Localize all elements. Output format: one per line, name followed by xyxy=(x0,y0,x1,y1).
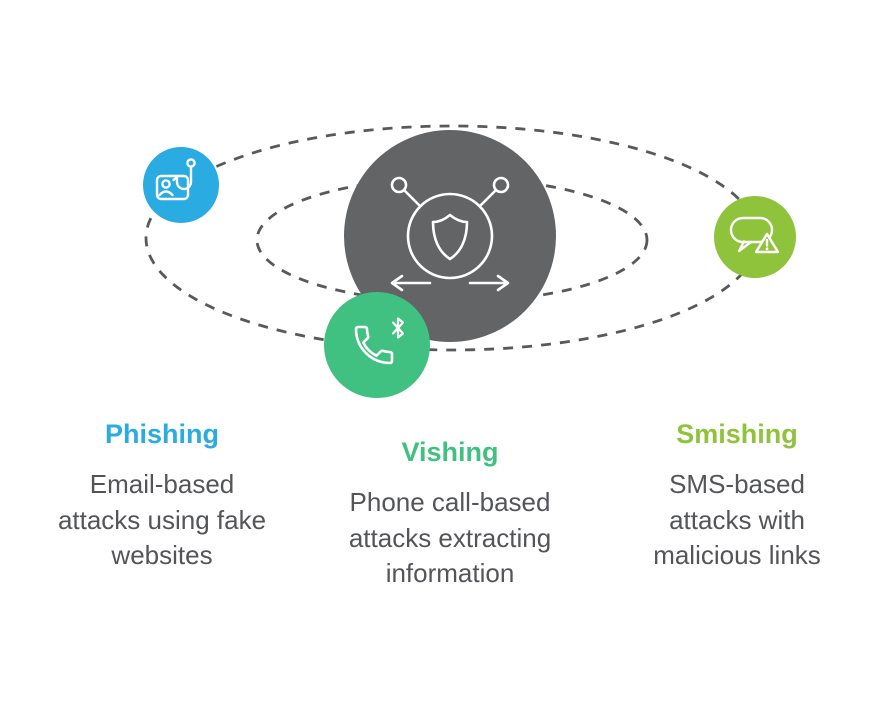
id-card-fishhook-icon xyxy=(155,158,196,201)
phone-bluetooth-icon xyxy=(354,317,405,365)
phishing-description: Email-based attacks using fake websites xyxy=(57,468,267,571)
vishing-circle xyxy=(324,292,430,398)
chat-warning-icon xyxy=(729,216,780,254)
vishing-description: Phone call-based attacks extracting info… xyxy=(348,486,552,589)
center-node xyxy=(344,130,556,342)
vishing-label-block: Vishing Phone call-based attacks extract… xyxy=(318,437,582,592)
phishing-node xyxy=(143,147,219,223)
center-circle xyxy=(344,130,556,342)
smishing-node xyxy=(714,196,796,278)
smishing-circle xyxy=(714,196,796,278)
phishing-label-block: Phishing Email-based attacks using fake … xyxy=(28,419,296,574)
phishing-circle xyxy=(143,147,219,223)
vishing-title: Vishing xyxy=(401,437,499,467)
phishing-title: Phishing xyxy=(105,419,219,449)
smishing-description: SMS-based attacks with malicious links xyxy=(653,468,821,571)
shield-network-icon xyxy=(390,176,510,292)
vishing-node xyxy=(324,292,430,398)
smishing-title: Smishing xyxy=(676,419,798,449)
smishing-label-block: Smishing SMS-based attacks with maliciou… xyxy=(620,419,854,574)
